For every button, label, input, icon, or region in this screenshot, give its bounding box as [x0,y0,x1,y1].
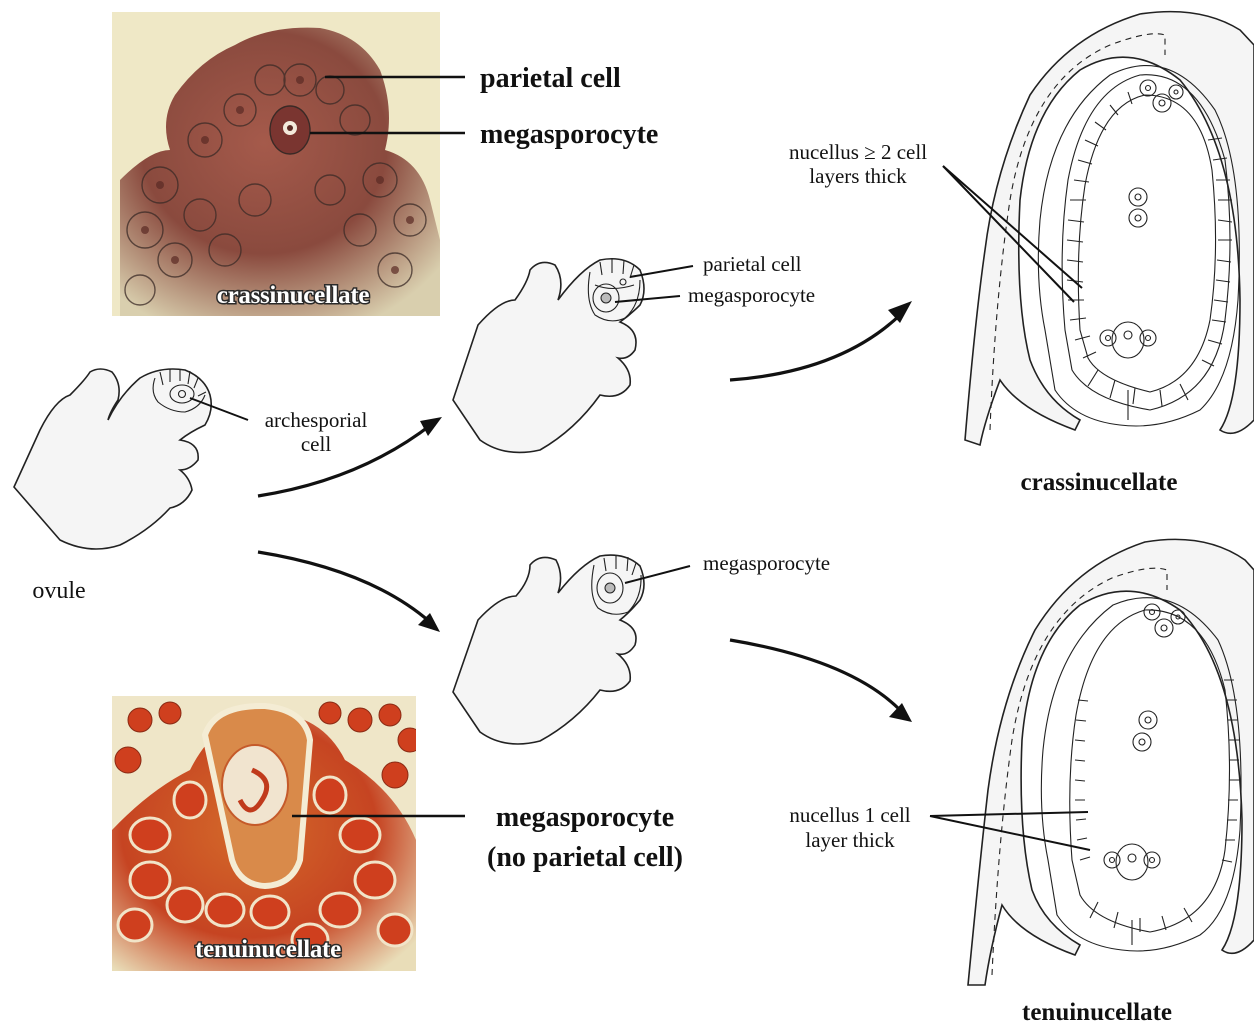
archesporial-label-line1: archesporial [265,408,368,432]
arrow-to-crassinucellate-stage [258,424,432,496]
parietal-cell-label: parietal cell [480,63,621,94]
megasporocyte-photo-label: megasporocyte [496,802,674,833]
ovule-label: ovule [32,578,85,604]
tenuinucellate-mature-ovule [968,539,1254,985]
arrow-to-crassinucellate-ovule [730,315,900,380]
ovule-primordium-drawing [14,369,211,549]
arrow-to-tenuinucellate-stage [258,552,430,622]
arrowhead-upper-right [888,301,912,323]
tenuinucellate-type-label: tenuinucellate [1022,999,1172,1026]
megasporocyte-label-mid: megasporocyte [688,283,815,307]
nucellus-thick-note-line2: layers thick [809,164,907,188]
nucellus-thin-note-line1: nucellus 1 cell [789,803,910,827]
tenuinucellate-stage-ovule-drawing [453,555,644,744]
megasporocyte-label: megasporocyte [480,119,658,150]
arrowhead-upper-left [420,417,442,436]
tenuinucellate-photo-caption: tenuinucellate [195,936,341,963]
crassinucellate-mature-ovule [965,12,1254,445]
arrow-to-tenuinucellate-ovule [730,640,900,710]
crassinucellate-type-label: crassinucellate [1021,469,1178,496]
nucellus-thick-note-line1: nucellus ≥ 2 cell [789,140,927,164]
arrowhead-lower-right [889,703,912,722]
archesporial-label-line2: cell [301,432,331,456]
megasporocyte-label-lower: megasporocyte [703,551,830,575]
parietal-label-mid: parietal cell [703,252,802,276]
no-parietal-cell-label: (no parietal cell) [487,842,683,873]
parietal-stage-ovule-drawing [453,259,644,453]
tenuinucellate-micrograph: tenuinucellate [112,696,422,971]
crassinucellate-micrograph: crassinucellate [112,12,440,316]
crassinucellate-photo-caption: crassinucellate [217,282,370,309]
nucellus-thin-note-line2: layer thick [805,828,895,852]
